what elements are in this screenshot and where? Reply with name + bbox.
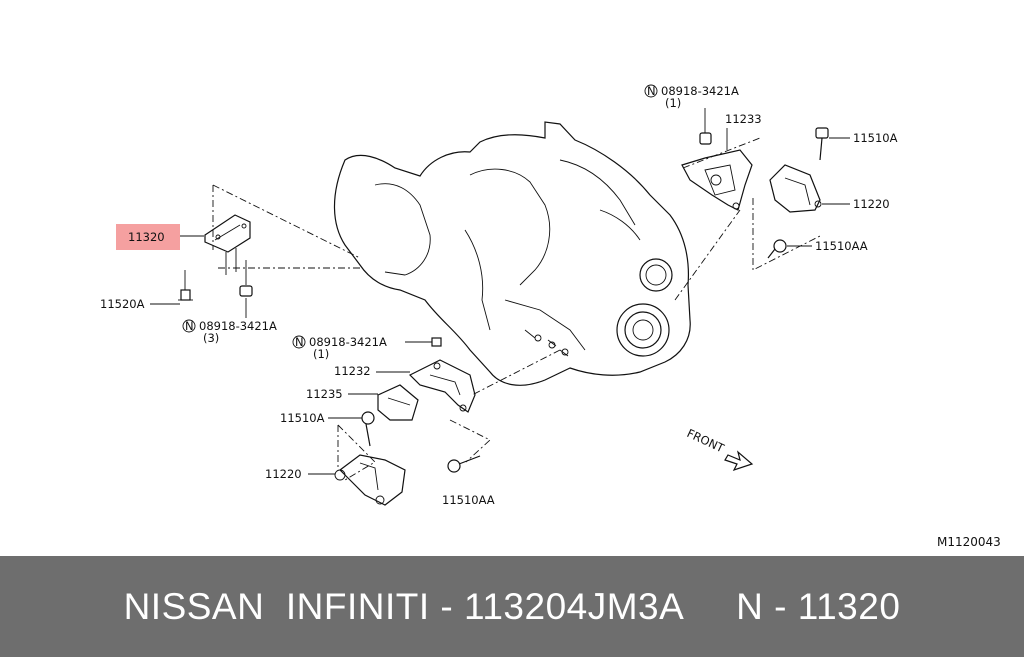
front-indicator: FRONT [685,426,727,456]
label-qty-1-right: (1) [665,96,681,110]
part-11233-drawing [681,149,753,211]
highlight-box [116,224,180,250]
bolt-11510a-right-drawing [815,127,829,161]
label-11235: 11235 [306,387,343,401]
svg-text:N: N [185,319,194,333]
label-08918-right: 08918-3421A [661,84,739,98]
assembly-lines [212,137,821,481]
part-11220-left-drawing [334,454,406,506]
part-11320-drawing [204,214,251,275]
label-08918-middle: 08918-3421A [309,335,387,349]
label-qty-3: (3) [203,331,219,345]
label-08918-left: 08918-3421A [199,319,277,333]
part-number-banner: NISSAN INFINITI - 113204JM3A N - 11320 [0,556,1024,657]
label-11520a: 11520A [100,297,145,311]
bolt-11510aa-bottom-drawing [447,455,481,473]
label-11510a-left: 11510A [280,411,325,425]
n-symbol-left: N [182,319,196,333]
parts-diagram: 11320 11520A N 08918-3421A (3) N 08918-3… [100,84,1001,549]
part-11220-right-drawing [769,164,822,213]
diagram-code: M1120043 [937,535,1001,549]
label-11510a-right: 11510A [853,131,898,145]
svg-text:N: N [295,335,304,349]
bolt-11520a-drawing [178,270,193,301]
part-number-text: NISSAN INFINITI - 113204JM3A N - 11320 [123,585,901,627]
bolt-11510a-left-drawing [361,411,375,447]
front-arrow-icon [724,450,754,472]
label-11320: 11320 [128,230,165,244]
svg-text:N: N [647,84,656,98]
nut-08918-right-drawing [699,108,712,145]
label-11510aa-right: 11510AA [815,239,868,253]
n-symbol-middle: N [292,335,306,349]
label-11233: 11233 [725,112,762,126]
diagram-canvas: 11320 11520A N 08918-3421A (3) N 08918-3… [100,84,1001,549]
label-11220-left: 11220 [265,467,302,481]
label-11510aa-bottom: 11510AA [442,493,495,507]
label-11220-right: 11220 [853,197,890,211]
front-label: FRONT [685,426,727,456]
part-11232-drawing [408,337,476,413]
label-11232: 11232 [334,364,371,378]
leader-lines [150,128,850,475]
part-11235-drawing [377,384,419,421]
engine-block [333,121,691,386]
nut-08918-left-drawing [239,260,253,318]
bolt-11510aa-right-drawing [767,239,787,259]
label-qty-1-middle: (1) [313,347,329,361]
n-symbol-right: N [644,84,658,98]
